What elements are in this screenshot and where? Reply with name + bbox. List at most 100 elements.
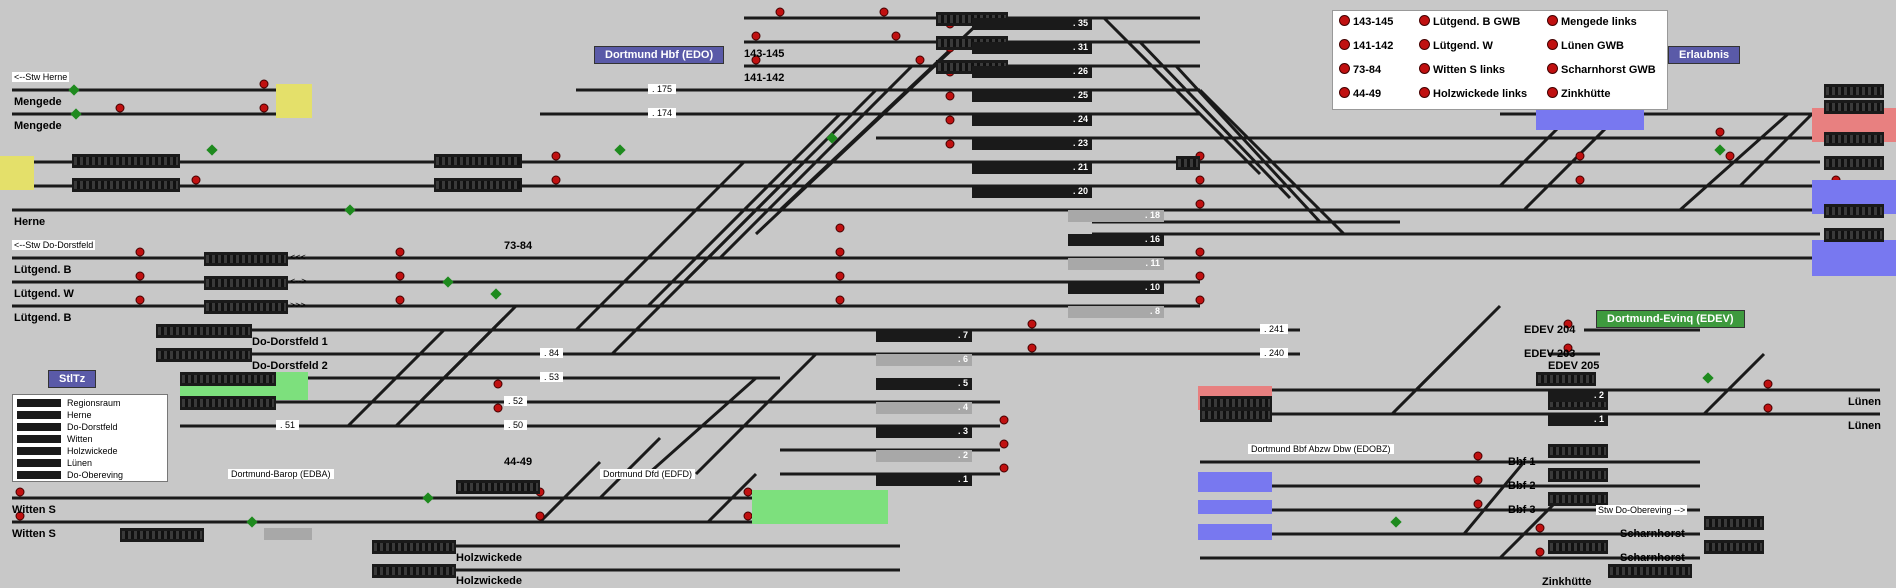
track-segment[interactable] xyxy=(1522,112,1622,212)
platform-track[interactable]: . 35 xyxy=(972,18,1092,30)
platform-track[interactable]: . 23 xyxy=(972,138,1092,150)
track-segment[interactable] xyxy=(706,472,758,524)
signal-light[interactable] xyxy=(835,223,845,233)
track-segment[interactable] xyxy=(1198,88,1346,236)
signal-light[interactable] xyxy=(1195,295,1205,305)
platform-track[interactable]: . 2 xyxy=(876,450,972,462)
points-indicator[interactable] xyxy=(490,288,502,300)
key-row[interactable]: Herne xyxy=(17,410,92,420)
platform-track[interactable]: . 7 xyxy=(876,330,972,342)
signal-light[interactable] xyxy=(1195,175,1205,185)
platform-track[interactable]: . 26 xyxy=(972,66,1092,78)
signal-light[interactable] xyxy=(1195,271,1205,281)
block-display[interactable] xyxy=(434,154,522,168)
legend-item[interactable]: 143-145 xyxy=(1339,15,1393,28)
legend-item[interactable]: Scharnhorst GWB xyxy=(1547,63,1656,76)
track-segment[interactable] xyxy=(1702,352,1766,416)
block-display[interactable] xyxy=(1608,564,1692,578)
signal-light[interactable] xyxy=(915,55,925,65)
legend-item[interactable]: Lünen GWB xyxy=(1547,39,1624,52)
signal-light[interactable] xyxy=(1027,343,1037,353)
block-display[interactable] xyxy=(204,252,288,266)
signal-light[interactable] xyxy=(135,295,145,305)
signal-light[interactable] xyxy=(191,175,201,185)
signal-light[interactable] xyxy=(945,91,955,101)
platform-track[interactable]: . 16 xyxy=(1068,234,1164,246)
signal-light[interactable] xyxy=(1715,127,1725,137)
platform-track[interactable]: . 1 xyxy=(1548,414,1608,426)
track-segment[interactable] xyxy=(694,352,818,476)
platform-track[interactable]: . 21 xyxy=(972,162,1092,174)
platform-track[interactable]: . 5 xyxy=(876,378,972,390)
track-segment[interactable] xyxy=(1679,112,1789,212)
track-segment[interactable] xyxy=(538,460,602,524)
block-display[interactable] xyxy=(1704,540,1764,554)
signal-light[interactable] xyxy=(751,31,761,41)
signal-light[interactable] xyxy=(945,139,955,149)
block-display[interactable] xyxy=(1824,228,1884,242)
signal-light[interactable] xyxy=(1473,451,1483,461)
block-display[interactable] xyxy=(1548,540,1608,554)
track-segment[interactable] xyxy=(1138,40,1292,200)
header-erlaubnis[interactable]: Erlaubnis xyxy=(1668,46,1741,64)
track-segment[interactable] xyxy=(598,436,662,500)
signal-light[interactable] xyxy=(1473,475,1483,485)
points-indicator[interactable] xyxy=(422,492,434,504)
points-indicator[interactable] xyxy=(1702,372,1714,384)
signal-light[interactable] xyxy=(551,151,561,161)
key-row[interactable]: Holzwickede xyxy=(17,446,118,456)
track-segment[interactable] xyxy=(1174,64,1322,224)
block-display[interactable] xyxy=(120,528,204,542)
signal-light[interactable] xyxy=(999,439,1009,449)
track-segment[interactable] xyxy=(1462,461,1526,535)
signal-light[interactable] xyxy=(835,295,845,305)
signal-light[interactable] xyxy=(1575,151,1585,161)
signal-light[interactable] xyxy=(1763,379,1773,389)
points-indicator[interactable] xyxy=(68,84,80,96)
signal-light[interactable] xyxy=(551,175,561,185)
block-display[interactable] xyxy=(1824,84,1884,98)
points-indicator[interactable] xyxy=(442,276,454,288)
block-display[interactable] xyxy=(204,276,288,290)
legend-item[interactable]: Zinkhütte xyxy=(1547,87,1611,100)
track-segment[interactable] xyxy=(646,112,842,308)
block-display[interactable] xyxy=(372,540,456,554)
signal-light[interactable] xyxy=(259,79,269,89)
signal-light[interactable] xyxy=(1563,319,1573,329)
signal-light[interactable] xyxy=(1027,319,1037,329)
block-display[interactable] xyxy=(1176,156,1200,170)
block-display[interactable] xyxy=(1200,408,1272,422)
key-row[interactable]: Lünen xyxy=(17,458,92,468)
block-display[interactable] xyxy=(156,348,252,362)
platform-track[interactable]: . 6 xyxy=(876,354,972,366)
signal-light[interactable] xyxy=(1195,247,1205,257)
signal-light[interactable] xyxy=(1473,499,1483,509)
signal-light[interactable] xyxy=(945,115,955,125)
block-display[interactable] xyxy=(456,480,540,494)
signal-light[interactable] xyxy=(751,55,761,65)
signal-light[interactable] xyxy=(999,463,1009,473)
legend-item[interactable]: Lütgend. W xyxy=(1419,39,1493,52)
block-display[interactable] xyxy=(1548,492,1608,506)
track-segment[interactable] xyxy=(682,88,878,284)
platform-track[interactable]: . 25 xyxy=(972,90,1092,102)
legend-item[interactable]: Lütgend. B GWB xyxy=(1419,15,1520,28)
legend-item[interactable]: Holzwickede links xyxy=(1419,87,1527,100)
signal-light[interactable] xyxy=(493,403,503,413)
legend-item[interactable]: 73-84 xyxy=(1339,63,1381,76)
signal-light[interactable] xyxy=(15,487,25,497)
signal-light[interactable] xyxy=(1563,343,1573,353)
track-segment[interactable] xyxy=(718,64,914,260)
block-display[interactable] xyxy=(1548,444,1608,458)
signal-light[interactable] xyxy=(395,295,405,305)
signal-light[interactable] xyxy=(891,31,901,41)
platform-track[interactable]: . 31 xyxy=(972,42,1092,54)
signal-light[interactable] xyxy=(535,511,545,521)
block-display[interactable] xyxy=(72,178,180,192)
signal-light[interactable] xyxy=(1725,151,1735,161)
track-segment[interactable] xyxy=(1498,496,1562,560)
track-segment[interactable] xyxy=(418,304,518,404)
signal-light[interactable] xyxy=(835,247,845,257)
track-segment[interactable] xyxy=(1102,16,1262,176)
signal-light[interactable] xyxy=(775,7,785,17)
